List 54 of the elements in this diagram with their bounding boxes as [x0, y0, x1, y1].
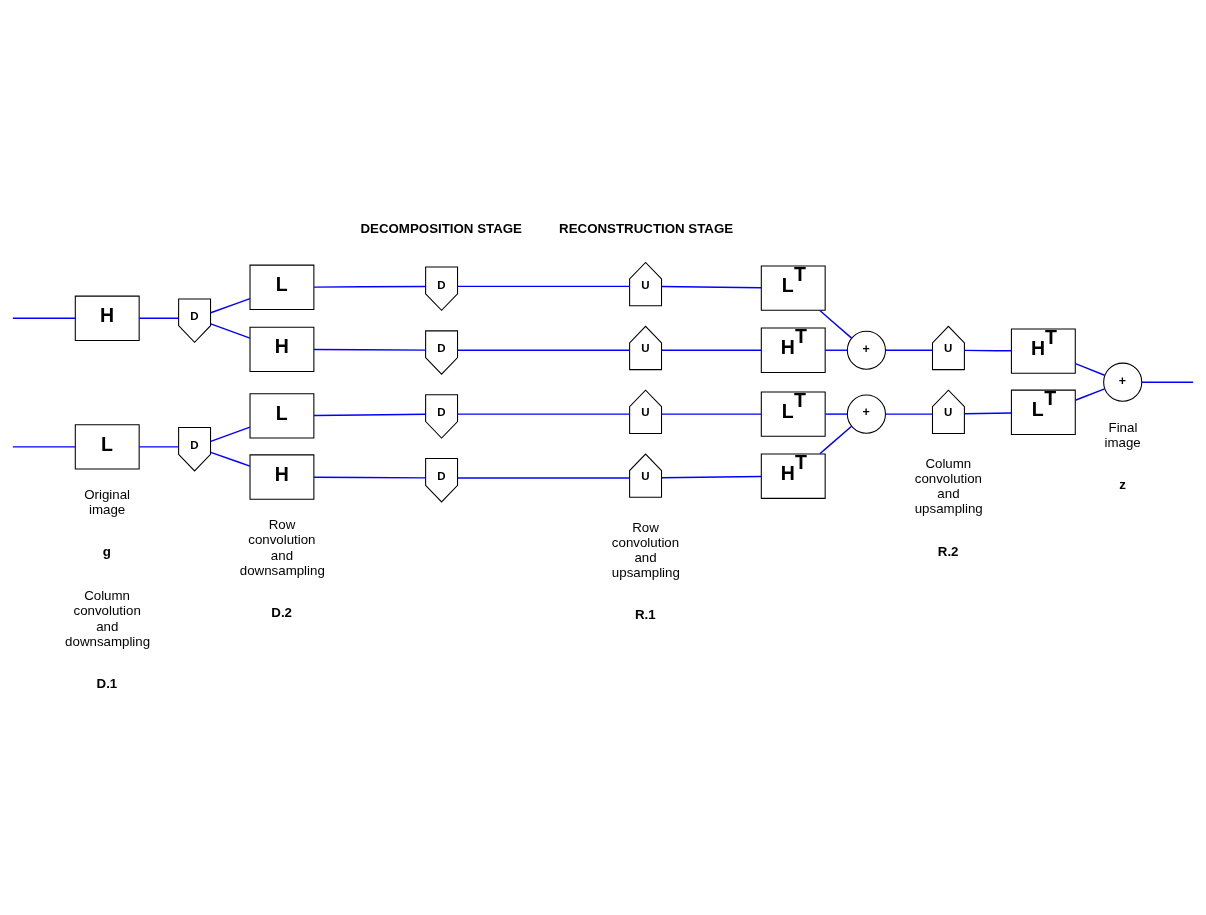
connector: [138, 317, 180, 319]
connector: [313, 413, 427, 416]
connector: [313, 348, 427, 351]
connector: [1074, 387, 1106, 401]
label: Column convolution and downsampling: [65, 587, 151, 649]
node-circle: +: [1103, 362, 1143, 402]
label: R.2: [937, 543, 959, 559]
connector: [456, 412, 631, 415]
label: Column convolution and upsampling: [914, 455, 983, 516]
node-circle: +: [846, 330, 886, 370]
label: R.1: [634, 606, 656, 622]
connector: [210, 425, 251, 442]
node-box: L: [249, 264, 315, 310]
connector: [824, 412, 848, 415]
node-box: H: [74, 295, 140, 341]
label: Original image: [84, 486, 130, 517]
connector: [661, 285, 762, 288]
label: D.1: [96, 675, 118, 691]
node-box: L: [74, 423, 140, 470]
label: Row convolution and downsampling: [239, 516, 325, 578]
connector: [210, 322, 251, 339]
connector: [884, 412, 934, 415]
connector: [12, 445, 76, 448]
connector: [1074, 362, 1106, 376]
connector: [456, 349, 631, 351]
node-box: H: [249, 453, 315, 500]
connector: [12, 317, 76, 319]
label: D.2: [271, 604, 292, 620]
connector: [456, 285, 631, 287]
connector: [884, 349, 934, 351]
connector: [661, 349, 762, 351]
label: Row convolution and upsampling: [611, 519, 680, 580]
connector: [661, 475, 762, 478]
label: g: [102, 543, 111, 559]
connector: [824, 349, 848, 351]
connector: [210, 451, 251, 467]
connector: [964, 349, 1012, 352]
label: RECONSTRUCTION STAGE: [559, 220, 734, 236]
connector: [456, 476, 631, 479]
connector: [819, 309, 853, 339]
label: z: [1119, 476, 1126, 492]
connector: [819, 425, 853, 454]
connector: [964, 411, 1012, 414]
node-circle: +: [846, 394, 886, 434]
connector: [138, 445, 180, 448]
label: Final image: [1104, 419, 1141, 450]
node-box: H: [249, 326, 315, 372]
node-box: L: [249, 392, 315, 439]
connector: [210, 297, 251, 313]
connector: [313, 285, 427, 288]
label: DECOMPOSITION STAGE: [360, 220, 522, 236]
connector: [313, 476, 427, 479]
connector: [661, 412, 762, 415]
connector: [1141, 380, 1194, 383]
